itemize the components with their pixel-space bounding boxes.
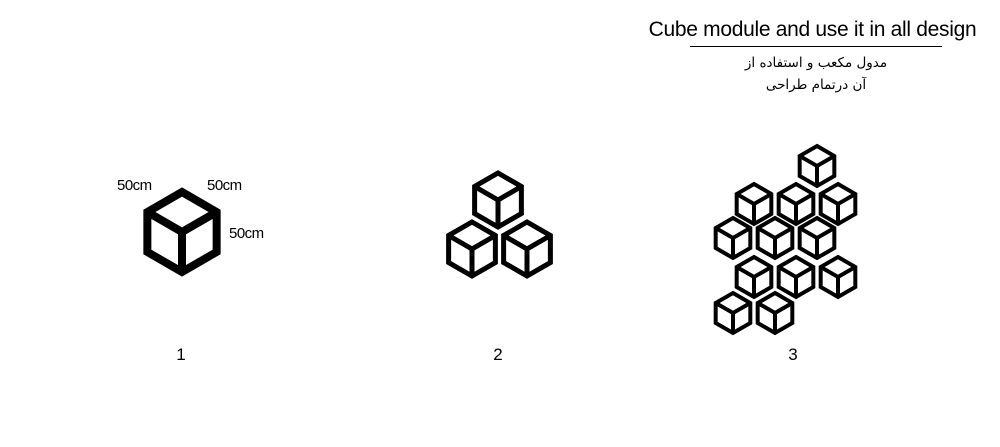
cube-4 [818, 181, 858, 227]
cube-7 [797, 215, 837, 261]
subtitle-line-1: مدول مکعب و استفاده از [744, 55, 888, 71]
dimension-label-top-left: 50cm [117, 177, 152, 194]
cube-5 [713, 215, 753, 261]
title-underline [690, 46, 942, 47]
cube-6 [755, 215, 795, 261]
panel-3-cube-pattern [713, 143, 858, 336]
panel-number-1: 1 [176, 345, 186, 364]
cube-3 [501, 219, 553, 279]
cube-11 [713, 290, 753, 336]
panel-number-3: 3 [788, 345, 798, 364]
cube-2 [446, 219, 498, 279]
panel-1-single-cube [143, 187, 221, 277]
cube-12 [755, 290, 795, 336]
cube-9 [776, 254, 816, 300]
cube-10 [818, 254, 858, 300]
panel-number-2: 2 [493, 345, 503, 364]
dimension-label-side: 50cm [229, 225, 264, 242]
persian-subtitle: مدول مکعب و استفاده از آن درتمام طراحی [690, 52, 942, 96]
cube-1 [472, 170, 524, 230]
panel-2-three-cubes [446, 170, 553, 279]
subtitle-line-2: آن درتمام طراحی [765, 77, 867, 93]
cube-1 [797, 143, 837, 189]
cube-2 [734, 181, 774, 227]
cube-3 [776, 181, 816, 227]
diagram-title: Cube module and use it in all design [648, 18, 977, 41]
dimension-label-top-right: 50cm [207, 177, 242, 194]
cube-module [143, 187, 221, 277]
cube-8 [734, 254, 774, 300]
